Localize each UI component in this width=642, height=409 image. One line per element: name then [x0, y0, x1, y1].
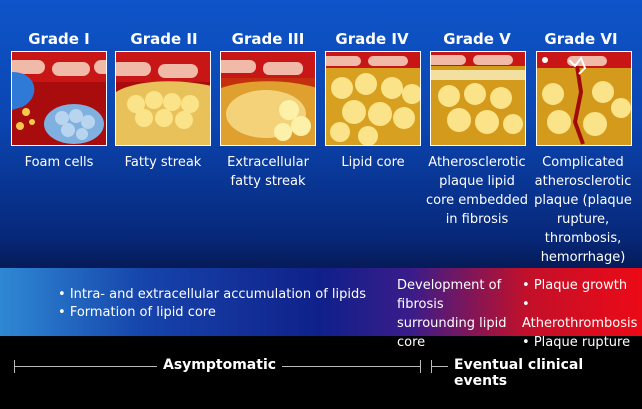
grade-5-illustration: [430, 51, 526, 146]
asymptomatic-label: Asymptomatic: [157, 357, 283, 373]
bullet-item: Intra- and extracellular accumulation of…: [58, 286, 366, 304]
grade-4-label: Lipid core: [341, 155, 405, 170]
lipid-accumulation-list: Intra- and extracellular accumulation of…: [58, 286, 366, 322]
timeline-tick-mid: [420, 360, 421, 373]
event-item: Plaque growth: [522, 276, 642, 295]
event-item: Plaque rupture: [522, 333, 642, 352]
grade-2-title: Grade II: [130, 30, 198, 48]
grade-1-title: Grade I: [28, 30, 90, 48]
grade-1-illustration: [11, 51, 107, 146]
grade-6-title: Grade VI: [544, 30, 618, 48]
grade-5-label: Atherosclerotic plaque lipid core embedd…: [426, 155, 528, 227]
grade-1-label: Foam cells: [24, 155, 94, 170]
grade-2-label: Fatty streak: [124, 155, 202, 170]
clinical-events-list: Plaque growth Atherothrombosis Plaque ru…: [522, 276, 642, 352]
grade-5-title: Grade V: [443, 30, 511, 48]
grade-4-title: Grade IV: [335, 30, 409, 48]
grade-3-label: Extracellular fatty streak: [227, 155, 309, 189]
grade-3-illustration: [220, 51, 316, 146]
grade-2-illustration: [115, 51, 211, 146]
grade-3-title: Grade III: [231, 30, 305, 48]
fibrosis-development-text: Development of fibrosis surrounding lipi…: [397, 278, 507, 350]
event-item: Atherothrombosis: [522, 295, 642, 333]
grade-4-illustration: [325, 51, 421, 146]
bullet-item: Formation of lipid core: [58, 304, 366, 322]
grade-6-label: Complicated atherosclerotic plaque (plaq…: [534, 155, 632, 265]
grade-6-illustration: [536, 51, 632, 146]
clinical-events-label: Eventual clinical events: [448, 357, 642, 389]
